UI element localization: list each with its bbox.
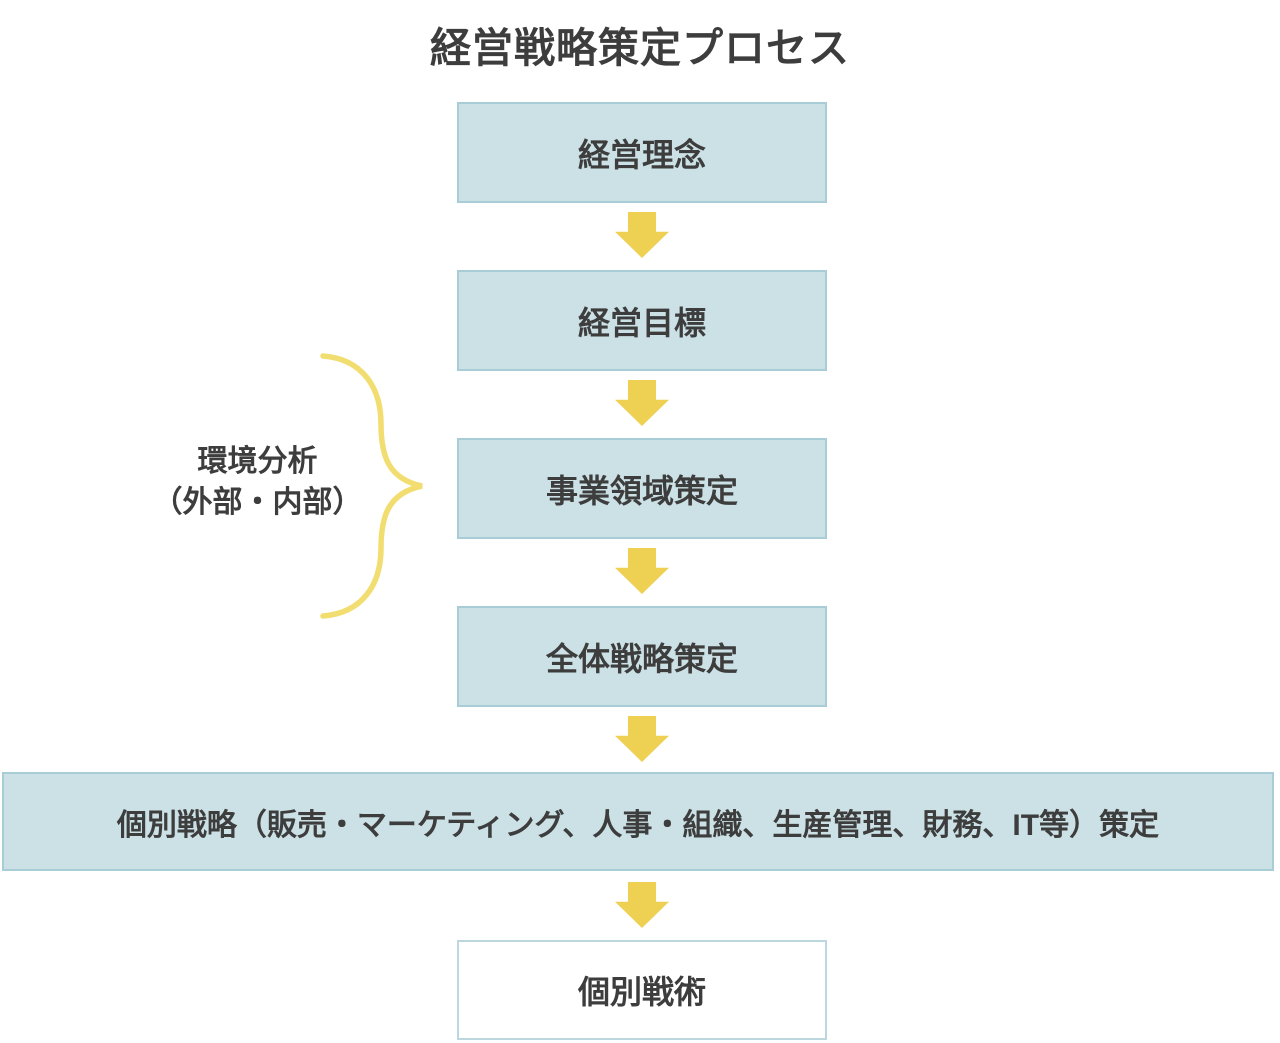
step-box-individual-tactics: 個別戦術 (457, 940, 827, 1040)
step-label-business-domain: 事業領域策定 (545, 472, 738, 509)
environment-analysis-line1: 環境分析 (197, 445, 318, 478)
step-label-individual-strategies: 個別戦略（販売・マーケティング、人事・組織、生産管理、財務、IT等）策定 (116, 808, 1160, 842)
step-box-business-domain: 事業領域策定 (457, 438, 827, 539)
step-label-individual-tactics: 個別戦術 (577, 974, 706, 1010)
step-box-management-philosophy: 経営理念 (457, 102, 827, 203)
environment-analysis-line2: （外部・内部） (152, 485, 363, 519)
step-label-management-philosophy: 経営理念 (577, 136, 706, 173)
page-title: 経営戦略策定プロセス (430, 25, 850, 71)
arrow-down-icon (615, 716, 669, 762)
environment-analysis-label: 環境分析 （外部・内部） (150, 442, 365, 523)
step-box-management-goals: 経営目標 (457, 270, 827, 371)
step-box-overall-strategy: 全体戦略策定 (457, 606, 827, 707)
step-label-management-goals: 経営目標 (577, 304, 706, 341)
arrow-down-icon (615, 882, 669, 928)
arrow-down-icon (615, 380, 669, 426)
arrow-down-icon (615, 548, 669, 594)
curly-brace-icon (320, 353, 423, 619)
arrow-down-icon (615, 212, 669, 258)
step-box-individual-strategies: 個別戦略（販売・マーケティング、人事・組織、生産管理、財務、IT等）策定 (2, 772, 1274, 871)
step-label-overall-strategy: 全体戦略策定 (545, 640, 738, 677)
